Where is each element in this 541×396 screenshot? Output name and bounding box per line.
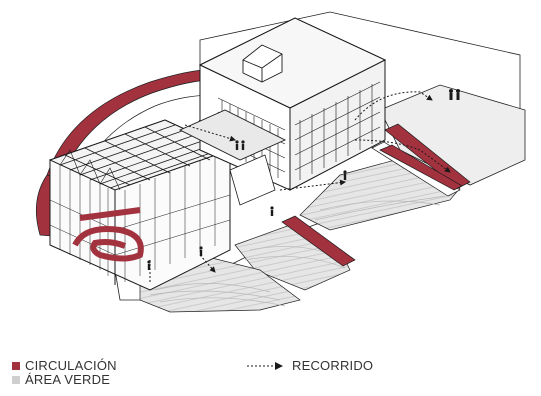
legend-green-area-label: ÁREA VERDE [25, 372, 111, 387]
glass-pavilion [48, 119, 232, 291]
arrow-right-icon [247, 361, 283, 370]
interior-ramp [72, 226, 144, 262]
circulation-swatch [12, 361, 20, 370]
ramp-path [281, 215, 356, 267]
green-area-swatch [12, 375, 20, 384]
legend-route-label: RECORRIDO [292, 358, 374, 373]
people-icon [147, 89, 460, 270]
legend-circulation-label: CIRCULACIÓN [25, 358, 117, 373]
legend-green-area: ÁREA VERDE [12, 372, 110, 387]
ramp-upper-3 [379, 144, 463, 191]
route-lines [149, 91, 451, 282]
entrance-canopy [178, 109, 287, 206]
roof-volume [242, 44, 283, 83]
main-building [198, 17, 387, 191]
legend-route: RECORRIDO [246, 358, 373, 373]
lawn-stripes [149, 195, 446, 307]
legend-circulation: CIRCULACIÓN [12, 358, 117, 373]
